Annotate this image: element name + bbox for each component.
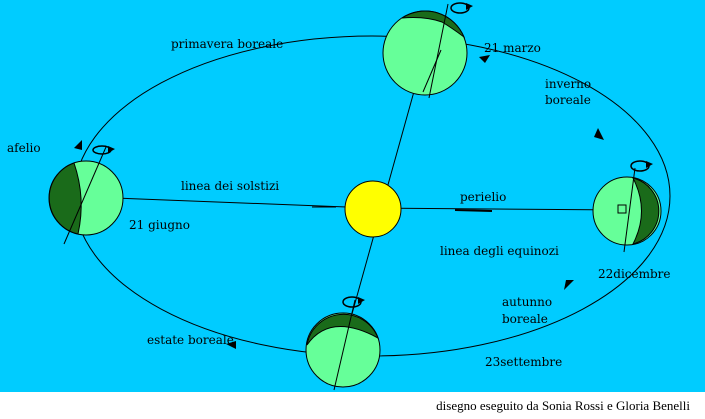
label-inverno-2: boreale — [545, 93, 591, 107]
footer-credit: disegno eseguito da Sonia Rossi e Gloria… — [436, 398, 690, 413]
earth-september — [305, 296, 381, 391]
label-perielio: perielio — [460, 190, 506, 204]
sun — [344, 180, 402, 238]
perihelion-tick — [454, 209, 493, 212]
orbit-arrow-icon — [74, 140, 82, 150]
earth-december — [592, 160, 662, 253]
label-estate: estate boreale — [147, 333, 234, 347]
label-autunno-1: autunno — [502, 295, 552, 309]
label-dicembre: 22dicembre — [598, 267, 671, 281]
label-equinozi: linea degli equinozi — [440, 244, 559, 258]
label-marzo: 21 marzo — [484, 41, 541, 55]
label-afelio: afelio — [7, 141, 41, 155]
label-autunno-2: boreale — [502, 312, 548, 326]
label-inverno-1: inverno — [545, 77, 591, 91]
label-settembre: 23settembre — [485, 355, 562, 369]
earth-march — [382, 2, 473, 99]
orbit-arrow-icon — [226, 341, 236, 349]
solstice-line-east — [371, 207, 626, 211]
orbit-arrow-icon — [594, 128, 604, 140]
orbit-arrow-icon — [564, 280, 574, 290]
footer-strip — [0, 392, 705, 419]
earth-june — [48, 145, 124, 245]
label-solstizi: linea dei solstizi — [181, 179, 279, 193]
solstice-line — [87, 196, 373, 209]
label-primavera: primavera boreale — [171, 37, 283, 51]
label-giugno: 21 giugno — [129, 218, 190, 232]
orbit-arrow-icon — [479, 55, 490, 63]
